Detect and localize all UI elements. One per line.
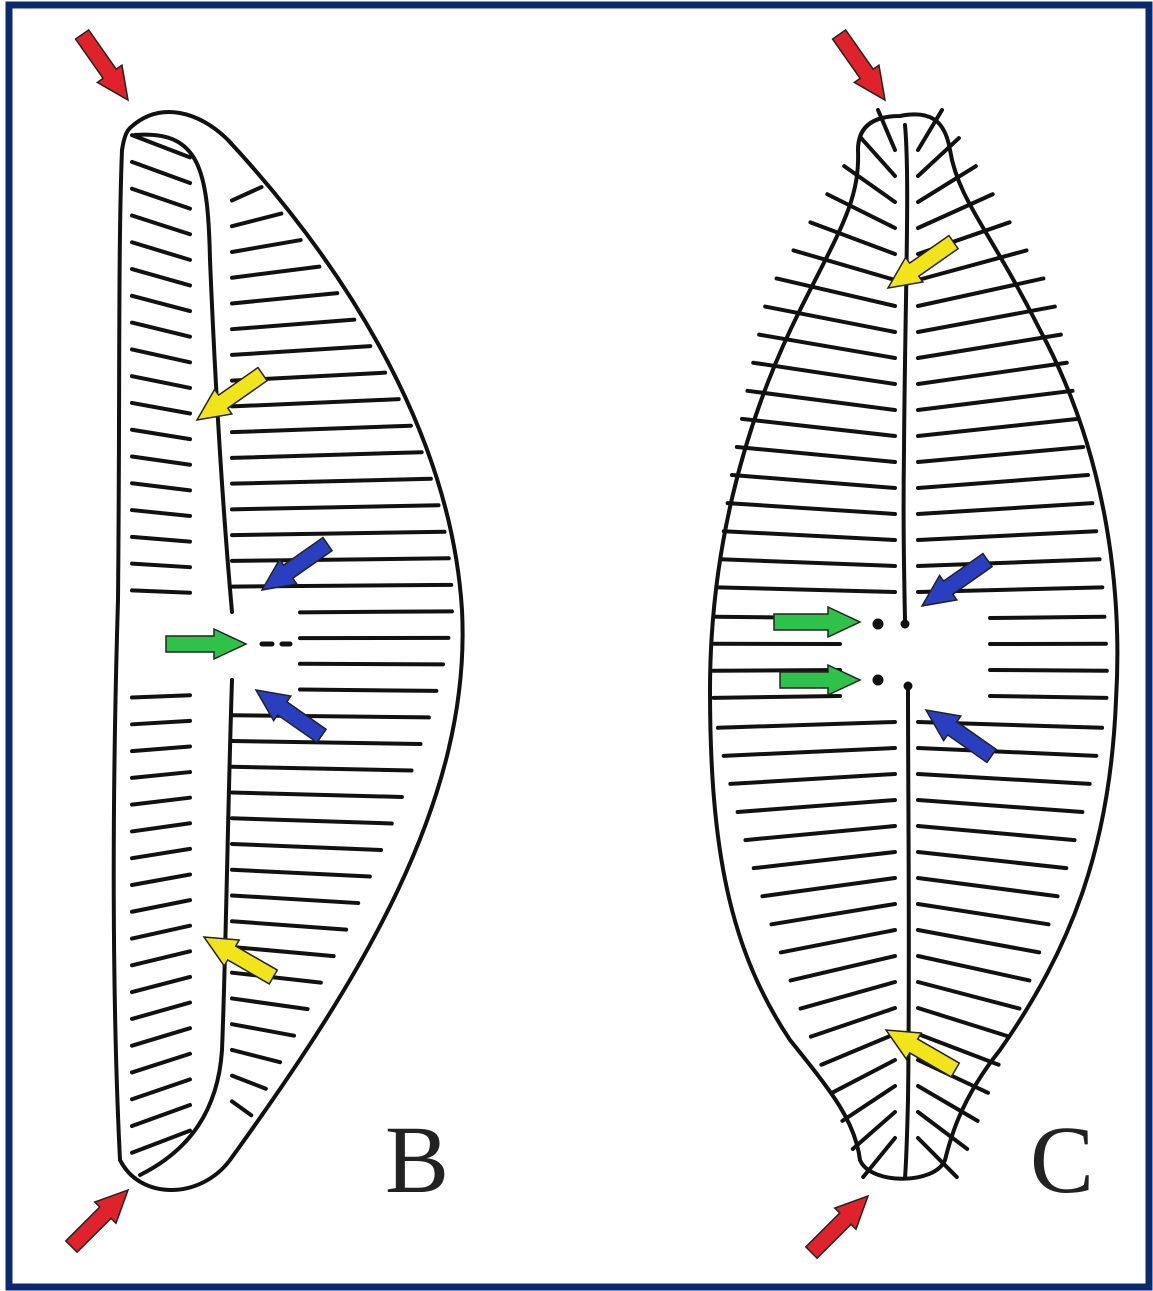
stria-line [990, 617, 1104, 618]
stria-line [714, 696, 840, 698]
stria-line [300, 664, 443, 665]
stria-line [990, 696, 1106, 698]
stria-line [232, 715, 429, 717]
stria-line [300, 690, 436, 691]
panel-label-b: B [385, 1106, 449, 1213]
stria-line [300, 611, 452, 612]
panel-label-c: C [1030, 1106, 1094, 1213]
panel-c-pore-left-lower [873, 675, 883, 685]
panel-c-pore-right-upper [901, 620, 909, 628]
panel-c-pore-right-lower [904, 682, 912, 690]
stria-line [132, 695, 190, 697]
stria-line [232, 558, 449, 561]
panel-c-pore-left-upper [873, 619, 883, 629]
stria-line [132, 590, 190, 592]
stria-line [713, 670, 840, 671]
stria-line [990, 670, 1107, 671]
